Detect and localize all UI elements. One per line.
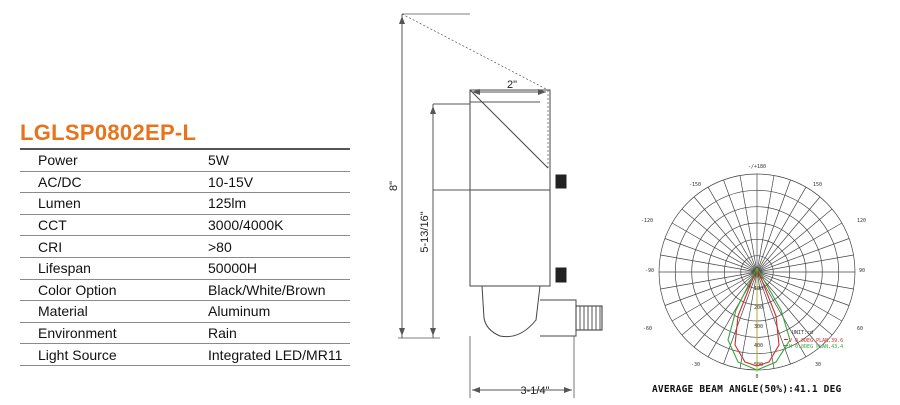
polar-radial-label: 300 [754,324,763,330]
polar-angle-label: -90 [645,268,654,274]
polar-spoke [681,271,758,336]
spec-value: >80 [186,235,350,258]
dim-base-width: 3-1/4" [521,385,550,397]
side-knob-top [555,174,567,189]
beam-angle-caption: AVERAGE BEAM ANGLE(50%):41.1 DEG [652,384,842,395]
spec-value: Black/White/Brown [186,279,350,302]
spec-value: Integrated LED/MR11 [186,343,350,366]
spec-label: Power [20,147,186,172]
polar-spoke [707,271,758,358]
polar-angle-label: -120 [641,218,653,224]
legend-h: H 0.0DEG PLAN,43.4 [789,344,843,350]
spec-label: Lumen [20,192,186,215]
polar-spoke [739,175,758,273]
polar-angle-label: 0 [755,374,758,380]
polar-spoke [723,271,758,365]
lamp-base [481,285,541,338]
polar-spoke [723,179,758,273]
polar-radial-label: 100 [754,286,763,292]
polar-spoke [756,254,854,273]
polar-spoke [756,271,850,306]
spec-label: Environment [20,322,186,345]
spec-value: Rain [186,322,350,345]
polar-spoke [756,196,821,273]
polar-spoke [756,222,843,273]
polar-spoke [756,271,854,290]
polar-spoke [664,238,758,273]
polar-angle-label: 30 [815,362,821,368]
polar-radial-label: 200 [754,305,763,311]
polar-angle-label: 150 [813,182,822,188]
dim-body-height: 5-13/16" [419,211,431,252]
polar-spoke [756,271,775,369]
spec-value: 50000H [186,257,350,280]
polar-spoke [756,186,807,273]
polar-spoke [756,208,833,273]
side-knob-bottom [555,267,567,283]
spec-value: 3000/4000K [186,214,350,237]
polar-spoke [756,271,843,322]
polar-spoke [671,271,758,322]
unit-label: UNIT:cd [792,330,813,336]
polar-spoke [707,186,758,273]
polar-spoke [664,271,758,306]
polar-spoke [756,271,821,348]
spec-label: Color Option [20,279,186,302]
dim-head-width: 2" [507,79,517,91]
spec-label: Material [20,300,186,323]
polar-angle-label: 90 [859,268,865,274]
polar-spoke [756,179,791,273]
polar-spoke [739,271,758,369]
polar-spoke [681,208,758,273]
spec-value: Aluminum [186,300,350,323]
spec-value: 125lm [186,192,350,215]
polar-spoke [671,222,758,273]
polar-spoke [756,271,807,358]
thread-stake [575,305,603,331]
spec-value: 10-15V [186,171,350,194]
polar-spoke [756,271,833,336]
spec-label: Lifespan [20,257,186,280]
polar-spoke [756,175,775,273]
dim-total-height: 8" [388,181,400,191]
spec-label: AC/DC [20,171,186,194]
legend-v: V 0.0DEG PLAN,39.6 [789,338,843,344]
product-model-title: LGLSP0802EP-L [20,120,197,145]
polar-spoke [693,271,758,348]
spec-label: CRI [20,235,186,258]
polar-angle-label: 60 [857,326,863,332]
spec-label: Light Source [20,343,186,366]
polar-radial-label: 400 [754,343,763,349]
polar-angle-label: 120 [857,218,866,224]
polar-angle-label: -150 [689,182,701,188]
polar-angle-label: -/+180 [748,164,766,170]
polar-angle-label: -60 [643,326,652,332]
spec-row: CRI>80 [20,235,350,258]
polar-angle-label: -30 [691,362,700,368]
spec-label: CCT [20,214,186,237]
polar-spoke [693,196,758,273]
polar-spoke [660,254,758,273]
polar-spoke [660,271,758,290]
spec-value: 5W [186,147,350,172]
polar-spoke [756,238,850,273]
